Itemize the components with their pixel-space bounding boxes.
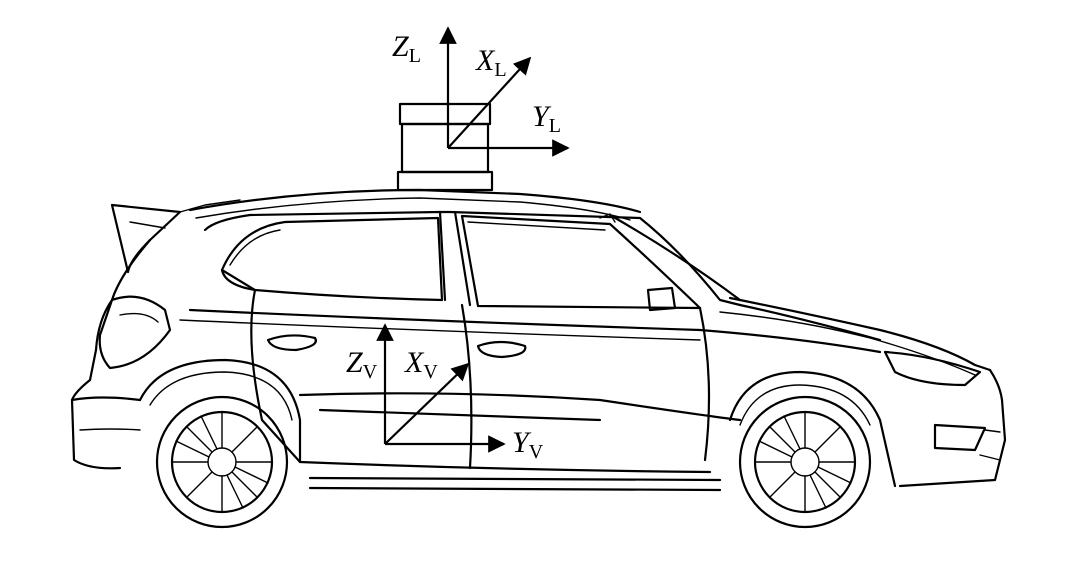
rear-wheel: [155, 395, 289, 529]
front-wheel: [738, 395, 872, 529]
vehicle-z-label: ZV: [346, 346, 378, 383]
lidar-z-label: ZL: [392, 30, 421, 67]
car-body: [70, 188, 1007, 492]
vehicle-frame: ZV XV YV: [346, 323, 544, 463]
lidar-y-label: YL: [532, 100, 561, 137]
vehicle-x-label: XV: [404, 346, 438, 383]
lidar-frame: ZL XL YL: [392, 26, 570, 157]
vehicle-y-label: YV: [512, 426, 544, 463]
vehicle-x-axis: [384, 362, 470, 445]
lidar-x-label: XL: [475, 44, 507, 81]
lidar-x-axis: [447, 56, 532, 149]
